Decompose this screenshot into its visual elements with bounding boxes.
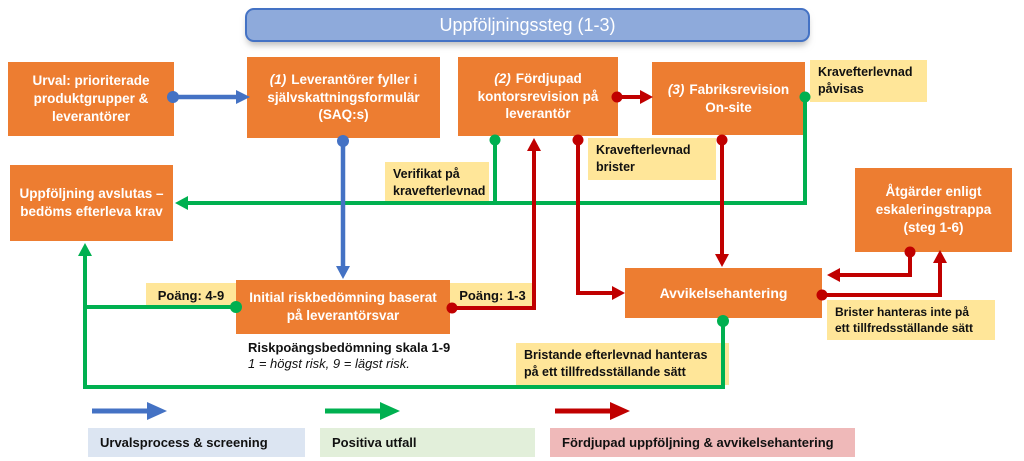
process-box-step3-label: (3)Fabriksrevision On-site: [667, 81, 790, 115]
label-kravefterlevnad-brister: Kravefterlevnad brister: [588, 138, 716, 180]
process-box-atgarder-label: Åtgärder enligt eskaleringstrappa (steg …: [875, 184, 992, 235]
process-box-riskbedomning-label: Initial riskbedömning baserat på leveran…: [249, 290, 437, 323]
process-box-avslutas: Uppföljning avslutas – bedöms efterleva …: [10, 165, 173, 241]
red-arrow-avvikelse-to-atgarder: [816, 250, 947, 301]
label-bristande-efterlevnad-text: Bristande efterlevnad hanteras på ett ti…: [524, 348, 708, 379]
process-box-step2-kontorsrevision: (2)Fördjupad kontorsrevision på leverant…: [458, 57, 618, 136]
legend-red-arrow: [555, 402, 630, 420]
process-box-atgarder: Åtgärder enligt eskaleringstrappa (steg …: [855, 168, 1012, 252]
green-line-step2-verifikat: [489, 134, 501, 203]
legend-item-fordjupad-uppfoljning-label: Fördjupad uppföljning & avvikelsehanteri…: [562, 435, 834, 450]
legend-item-positiva-utfall: Positiva utfall: [320, 428, 535, 457]
note-risk-scale-detail-text: 1 = högst risk, 9 = lägst risk.: [248, 356, 410, 371]
legend-item-positiva-utfall-label: Positiva utfall: [332, 435, 417, 450]
red-arrow-step3-to-avvikelse: [715, 134, 729, 267]
label-poang-1-3: Poäng: 1-3: [450, 283, 535, 309]
note-risk-scale-detail: 1 = högst risk, 9 = lägst risk.: [248, 356, 410, 371]
label-brister-hanteras-inte-text: Brister hanteras inte på ett tillfredsst…: [835, 305, 974, 336]
label-poang-4-9: Poäng: 4-9: [146, 283, 236, 309]
note-risk-scale-text: Riskpoängsbedömning skala 1-9: [248, 340, 451, 355]
process-box-step2-label: (2)Fördjupad kontorsrevision på leverant…: [477, 70, 599, 122]
label-poang-1-3-text: Poäng: 1-3: [459, 288, 526, 303]
process-box-urval: Urval: prioriterade produktgrupper & lev…: [8, 62, 174, 136]
blue-arrow-urval-to-step1: [167, 90, 250, 104]
process-box-avvikelsehantering-label: Avvikelsehantering: [659, 284, 788, 301]
legend-green-arrow: [325, 402, 400, 420]
process-box-avvikelsehantering: Avvikelsehantering: [625, 268, 822, 318]
label-kravefterlevnad-pavisas: Kravefterlevnad påvisas: [810, 60, 927, 102]
label-poang-4-9-text: Poäng: 4-9: [157, 288, 225, 303]
label-bristande-efterlevnad: Bristande efterlevnad hanteras på ett ti…: [516, 343, 729, 385]
diagram-title-banner: Uppföljningssteg (1-3): [245, 8, 810, 42]
legend-item-urvalsprocess: Urvalsprocess & screening: [88, 428, 305, 457]
process-box-step3-fabriksrevision: (3)Fabriksrevision On-site: [652, 62, 805, 135]
legend-blue-arrow: [92, 402, 167, 420]
process-box-step1-label: (1)Leverantörer fyller i självskattnings…: [267, 71, 420, 123]
label-kravefterlevnad-pavisas-text: Kravefterlevnad påvisas: [818, 65, 913, 96]
label-verifikat-text: Verifikat på kravefterlevnad: [393, 167, 486, 198]
legend-item-fordjupad-uppfoljning: Fördjupad uppföljning & avvikelsehanteri…: [550, 428, 855, 457]
legend-item-urvalsprocess-label: Urvalsprocess & screening: [100, 435, 268, 450]
label-kravefterlevnad-brister-text: Kravefterlevnad brister: [596, 143, 691, 174]
process-box-riskbedomning: Initial riskbedömning baserat på leveran…: [236, 280, 450, 334]
label-brister-hanteras-inte: Brister hanteras inte på ett tillfredsst…: [827, 300, 995, 341]
note-risk-scale: Riskpoängsbedömning skala 1-9: [248, 340, 450, 355]
diagram-title: Uppföljningssteg (1-3): [439, 14, 616, 35]
process-box-avslutas-label: Uppföljning avslutas – bedöms efterleva …: [19, 186, 164, 219]
process-box-step1-saq: (1)Leverantörer fyller i självskattnings…: [247, 57, 440, 138]
label-verifikat: Verifikat på kravefterlevnad: [385, 162, 489, 204]
process-box-urval-label: Urval: prioriterade produktgrupper & lev…: [32, 73, 150, 124]
blue-arrow-step1-to-riskbedomning: [336, 135, 350, 279]
